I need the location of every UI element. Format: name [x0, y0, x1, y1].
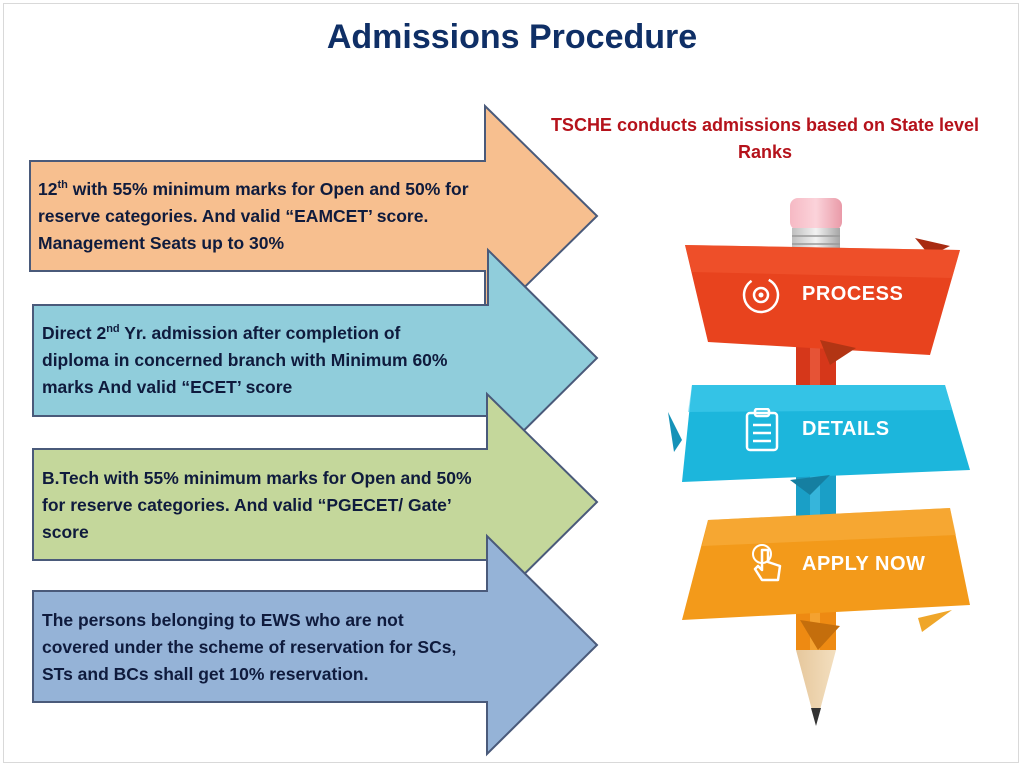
step-4-line-1: The persons belonging to EWS who are not — [42, 610, 404, 630]
banner-details-label: DETAILS — [802, 418, 890, 440]
pencil-wood-tip — [796, 650, 836, 710]
step-2-line-2: diploma in concerned branch with Minimum… — [42, 350, 448, 370]
arrow-step-4 — [32, 533, 599, 757]
arrow-step-2 — [32, 247, 599, 469]
step-4-line-3: STs and BCs shall get 10% reservation. — [42, 664, 369, 684]
step-2-text: Direct 2nd Yr. admission after completio… — [42, 320, 447, 401]
step-4-text: The persons belonging to EWS who are not… — [42, 607, 456, 688]
step-2-line-1: Direct 2nd Yr. admission after completio… — [42, 323, 401, 343]
step-3-text: B.Tech with 55% minimum marks for Open a… — [42, 465, 472, 546]
arrow-step-3 — [32, 391, 599, 614]
step-1-line-1: 12th with 55% minimum marks for Open and… — [38, 179, 469, 199]
pencil-illustration — [668, 198, 970, 726]
subtitle: TSCHE conducts admissions based on State… — [550, 115, 980, 162]
arrow-step-1 — [29, 103, 599, 329]
banner-process-fold-lower — [820, 340, 856, 365]
banner-apply-label: APPLY NOW — [802, 553, 926, 575]
banner-apply-fold-right — [918, 610, 952, 632]
step-1-text: 12th with 55% minimum marks for Open and… — [38, 176, 469, 257]
step-3-line-2: for reserve categories. And valid “PGECE… — [42, 495, 452, 515]
step-4-line-2: covered under the scheme of reservation … — [42, 637, 457, 657]
banner-process-label: PROCESS — [802, 283, 904, 305]
banner-details-fold-lower — [790, 475, 830, 495]
pencil-eraser — [790, 198, 842, 230]
gear-cycle-icon — [742, 276, 780, 314]
hand-pointer-icon — [752, 544, 782, 582]
step-1-line-2: reserve categories. And valid “EAMCET’ s… — [38, 206, 429, 226]
banner-apply-fold-lower — [800, 620, 840, 650]
step-3-line-3: score — [42, 522, 89, 542]
pencil-lead — [811, 708, 821, 726]
clipboard-checklist-icon — [745, 408, 779, 452]
step-1-line-3: Management Seats up to 30% — [38, 233, 285, 253]
slide-frame — [3, 3, 1019, 763]
banner-details-fold-left — [668, 412, 682, 452]
page-title: Admissions Procedure — [326, 18, 698, 56]
step-2-line-3: marks And valid “ECET’ score — [42, 377, 293, 397]
step-3-line-1: B.Tech with 55% minimum marks for Open a… — [42, 468, 472, 488]
banner-process-fold — [915, 238, 950, 256]
